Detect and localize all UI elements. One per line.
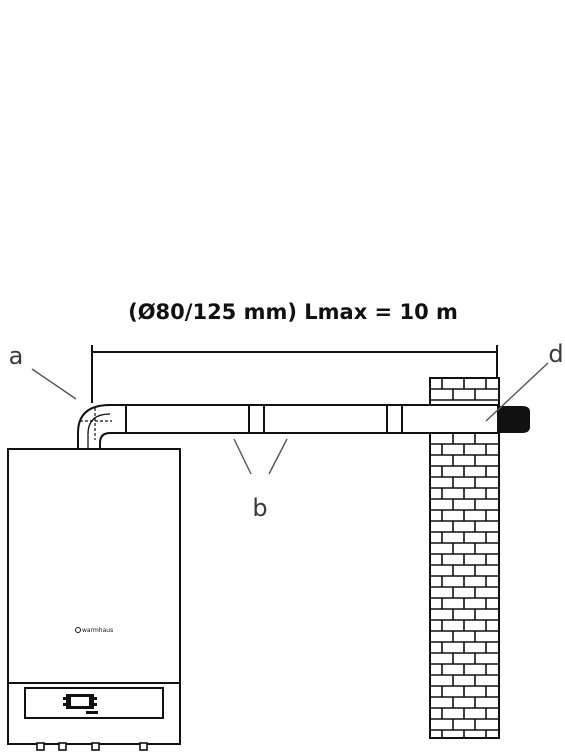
boiler-feet [36, 742, 148, 751]
label-a: a [9, 342, 24, 370]
label-b: b [252, 494, 267, 522]
leader-lines [31, 362, 549, 475]
elbow-bend [77, 404, 127, 451]
display-icon [63, 694, 98, 714]
label-d: d [548, 340, 563, 368]
boiler: warmhaus [7, 448, 181, 751]
dimension-line [91, 345, 498, 403]
flue-terminal [498, 406, 530, 433]
brick-wall [429, 377, 500, 739]
flue-pipe [109, 404, 499, 434]
brand-logo-icon [75, 627, 81, 633]
brand-name: warmhaus [82, 627, 113, 634]
pipe-joint-left [248, 405, 265, 433]
length-title: (Ø80/125 mm) Lmax = 10 m [128, 300, 458, 324]
pipe-joint-right [386, 405, 403, 433]
